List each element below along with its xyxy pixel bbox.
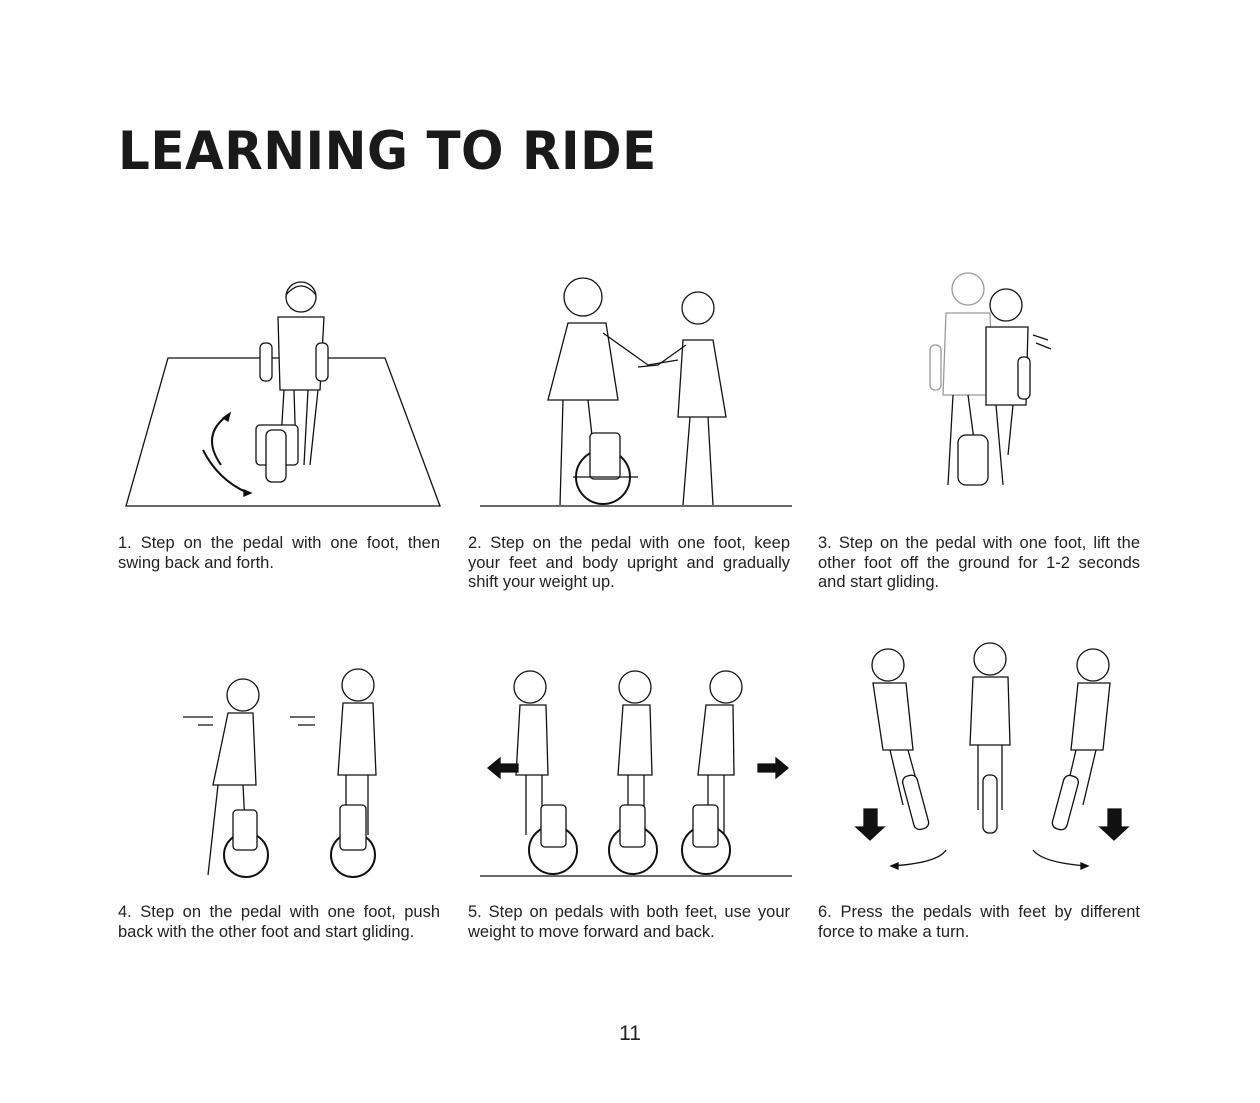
step-2-illustration	[468, 265, 792, 515]
page-title: LEARNING TO RIDE	[118, 120, 657, 182]
step-1-illustration	[118, 265, 442, 515]
step-3-illustration	[818, 265, 1142, 515]
step-4-illustration	[118, 635, 442, 885]
step-3-caption: 3. Step on the pedal with one foot, lift…	[818, 534, 1140, 591]
step-5-illustration	[468, 635, 792, 885]
step-6-illustration	[818, 635, 1142, 885]
step-1-caption: 1. Step on the pedal with one foot, then…	[118, 534, 440, 572]
step-2-caption: 2. Step on the pedal with one foot, keep…	[468, 534, 790, 591]
page-number: 11	[619, 1022, 641, 1045]
step-6-caption: 6. Press the pedals with feet by differe…	[818, 903, 1140, 941]
step-5-caption: 5. Step on pedals with both feet, use yo…	[468, 903, 790, 941]
step-4-caption: 4. Step on the pedal with one foot, push…	[118, 903, 440, 941]
